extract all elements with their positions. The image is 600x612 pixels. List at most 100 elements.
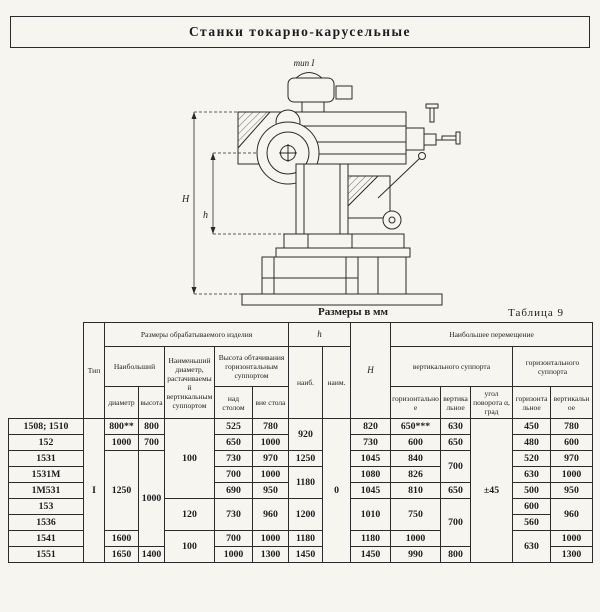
data-cell: 650 [440, 482, 472, 499]
data-cell: 1000 [550, 530, 594, 547]
header-cell: горизонтальное [390, 386, 442, 419]
data-cell: 600 [390, 434, 442, 451]
data-cell: 810 [390, 482, 442, 499]
title-box: Станки токарно-карусельные [10, 16, 590, 48]
data-cell: 700 [138, 434, 165, 451]
data-cell: 780 [251, 418, 290, 435]
header-cell: угол поворота α, град [470, 386, 514, 419]
data-cell: 525 [214, 418, 253, 435]
header-cell: Высота обтачивания горизонтальным суппор… [213, 346, 290, 387]
data-cell: 600 [550, 434, 594, 451]
data-cell: 840 [390, 450, 442, 467]
model-cell: 1551 [8, 546, 84, 563]
data-cell: 730 [214, 498, 253, 531]
model-cell: 1508; 1510 [8, 418, 84, 435]
header-cell: над столом [214, 386, 253, 419]
header-cell: вне стола [251, 386, 290, 419]
data-cell: 820 [350, 418, 392, 435]
data-cell: 1000 [550, 466, 594, 483]
dimension-line-H [191, 111, 242, 295]
data-cell: 920 [288, 418, 324, 451]
header-cell: вертикального суппорта [390, 346, 514, 387]
data-cell: 1250 [104, 450, 139, 531]
model-cell: 1531М [8, 466, 84, 483]
model-cell: 1М531 [8, 482, 84, 499]
data-cell: 700 [214, 466, 253, 483]
data-cell: 1000 [251, 530, 290, 547]
header-cell: высота [138, 386, 165, 419]
table-number-label: Таблица 9 [508, 307, 565, 319]
units-label: Размеры в мм [318, 306, 388, 318]
data-cell: 120 [164, 498, 215, 531]
header-cell: Тип [83, 322, 105, 419]
data-cell: 560 [512, 514, 552, 531]
data-cell: 1300 [251, 546, 290, 563]
data-cell: 630 [440, 418, 472, 435]
data-cell: 630 [512, 530, 552, 563]
data-cell: 650*** [390, 418, 442, 435]
data-cell: 1000 [214, 546, 253, 563]
data-cell: ±45 [470, 418, 514, 563]
data-cell: 1000 [251, 434, 290, 451]
dimension-line-h [210, 152, 284, 235]
data-cell: 960 [550, 498, 594, 531]
data-cell: 520 [512, 450, 552, 467]
data-cell: 1000 [138, 450, 165, 547]
data-cell: 690 [214, 482, 253, 499]
data-cell: 800** [104, 418, 139, 435]
header-cell: диаметр [104, 386, 139, 419]
data-cell: 700 [440, 450, 472, 483]
data-cell: 500 [512, 482, 552, 499]
data-cell: 1600 [104, 530, 139, 547]
dimension-label-h: h [203, 210, 208, 221]
data-cell: 970 [251, 450, 290, 467]
data-cell: 1400 [138, 546, 165, 563]
header-cell: h [288, 322, 352, 347]
header-cell: H [350, 322, 392, 419]
header-cell: горизонтальное [512, 386, 552, 419]
data-cell: 1300 [550, 546, 594, 563]
data-cell: 990 [390, 546, 442, 563]
data-cell: 730 [214, 450, 253, 467]
data-cell: 1650 [104, 546, 139, 563]
data-cell: 700 [214, 530, 253, 547]
data-cell: 650 [214, 434, 253, 451]
data-cell: 100 [164, 418, 215, 499]
machine-drawing: тип I [181, 58, 461, 306]
data-cell: 700 [440, 498, 472, 547]
data-cell: 1250 [288, 450, 324, 467]
data-cell: 800 [440, 546, 472, 563]
dimension-label-H: H [181, 194, 190, 205]
header-cell: Наибольший [104, 346, 165, 387]
page-title: Станки токарно-карусельные [188, 24, 412, 39]
data-cell: 1000 [251, 466, 290, 483]
model-cell: 1536 [8, 514, 84, 531]
header-stub-cell [9, 323, 84, 419]
data-cell: I [83, 418, 105, 563]
data-cell: 950 [251, 482, 290, 499]
data-cell: 730 [350, 434, 392, 451]
data-cell: 1450 [288, 546, 324, 563]
header-cell: наим. [322, 346, 352, 419]
data-cell: 1180 [350, 530, 392, 547]
header-cell: Наименьший диаметр, растачиваемый вертик… [164, 346, 215, 419]
data-cell: 600 [512, 498, 552, 515]
data-cell: 1200 [288, 498, 324, 531]
data-cell: 1045 [350, 482, 392, 499]
machine-figure: тип I [138, 50, 468, 308]
data-cell: 1000 [104, 434, 139, 451]
header-cell: вертикальное [440, 386, 472, 419]
header-cell: вертикальное [550, 386, 594, 419]
header-cell: Наибольшее перемещение [390, 322, 594, 347]
